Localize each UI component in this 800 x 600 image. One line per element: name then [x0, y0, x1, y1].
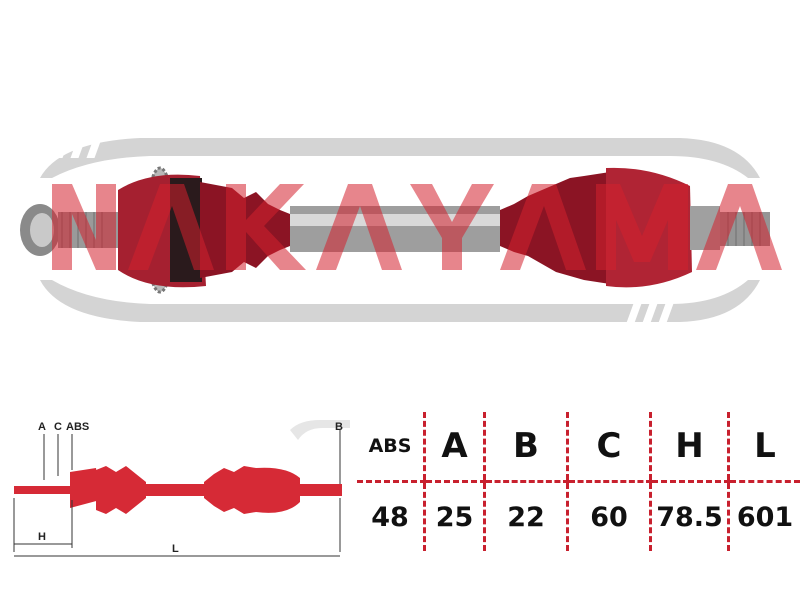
spec-table: ABS A B C H L 48 25 22 60 78.5 601 [357, 412, 800, 551]
header-c: C [566, 412, 651, 483]
value-h: 78.5 [649, 481, 729, 551]
header-a: A [423, 412, 485, 483]
dimension-diagram: A C ABS B H L [13, 420, 350, 557]
header-abs: ABS [357, 412, 425, 483]
label-l: L [172, 543, 179, 555]
value-abs: 48 [371, 501, 409, 533]
header-l: L [727, 412, 800, 483]
value-a: 25 [423, 481, 485, 551]
diagram-shaft [14, 466, 342, 514]
value-c: 60 [566, 481, 651, 551]
logo-watermark [40, 136, 760, 324]
label-c: C [54, 421, 62, 433]
diagram-watermark [290, 420, 350, 440]
logo-lettering [52, 184, 782, 270]
label-b: B [335, 421, 343, 433]
label-h: H [38, 531, 46, 543]
value-b: 22 [483, 481, 568, 551]
spec-value-row: 48 25 22 60 78.5 601 [357, 481, 800, 551]
value-l: 601 [727, 481, 800, 551]
header-b: B [483, 412, 568, 483]
spec-header-row: ABS A B C H L [357, 412, 800, 483]
header-h: H [649, 412, 729, 483]
label-abs: ABS [66, 421, 89, 433]
product-image [20, 136, 782, 324]
label-a: A [38, 421, 46, 433]
